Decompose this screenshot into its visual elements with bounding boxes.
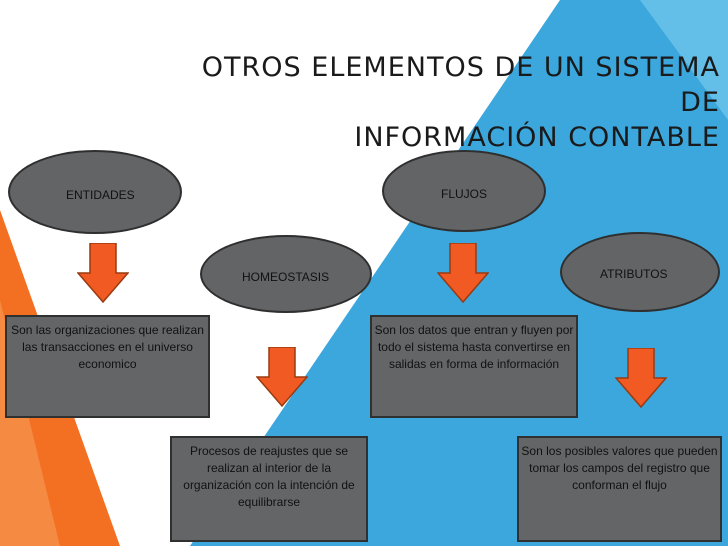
atributos-ellipse: ATRIBUTOS [560, 232, 720, 312]
homeostasis-description-box: Procesos de reajustes que se realizan al… [170, 436, 368, 542]
slide-title: OTROS ELEMENTOS DE UN SISTEMA DE INFORMA… [160, 50, 720, 155]
entidades-description-box: Son las organizaciones que realizan las … [5, 315, 210, 418]
arrow-down-icon [437, 243, 489, 303]
entidades-ellipse: ENTIDADES [8, 150, 182, 234]
homeostasis-label: HOMEOSTASIS [242, 270, 330, 284]
atributos-label: ATRIBUTOS [600, 267, 668, 281]
flujos-ellipse: FLUJOS [382, 150, 546, 232]
homeostasis-ellipse: HOMEOSTASIS [200, 235, 372, 313]
flujos-description: Son los datos que entran y fluyen por to… [374, 323, 574, 371]
arrow-down-icon [77, 243, 129, 303]
atributos-description-box: Son los posibles valores que pueden toma… [517, 436, 722, 542]
flujos-description-box: Son los datos que entran y fluyen por to… [370, 315, 578, 418]
flujos-label: FLUJOS [441, 187, 488, 201]
homeostasis-description: Procesos de reajustes que se realizan al… [183, 444, 355, 509]
arrow-down-icon [256, 347, 308, 407]
entidades-label: ENTIDADES [66, 188, 135, 202]
entidades-description: Son las organizaciones que realizan las … [11, 323, 204, 371]
atributos-description: Son los posibles valores que pueden toma… [521, 444, 718, 492]
title-line-2: INFORMACIÓN CONTABLE [354, 122, 720, 153]
title-line-1: OTROS ELEMENTOS DE UN SISTEMA DE [201, 52, 720, 118]
background-light-blue-band [640, 0, 728, 120]
arrow-down-icon [615, 348, 667, 408]
